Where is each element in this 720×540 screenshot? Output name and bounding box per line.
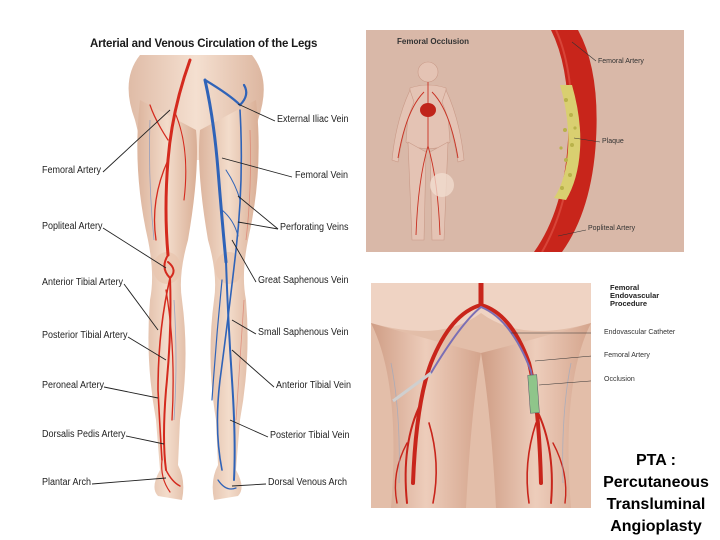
pta-caption-line4: Angioplasty <box>610 518 702 535</box>
occlusion-title: Femoral Occlusion <box>397 37 470 46</box>
label-dorsalis-pedis-artery: Dorsalis Pedis Artery <box>42 429 126 440</box>
main-diagram-title: Arterial and Venous Circulation of the L… <box>90 38 318 50</box>
label-popliteal-artery: Popliteal Artery <box>42 221 103 232</box>
legs-illustration <box>91 55 293 500</box>
label-external-iliac-vein: External Iliac Vein <box>277 114 349 125</box>
label-posterior-tibial-artery: Posterior Tibial Artery <box>42 330 128 341</box>
endo-label-femoral-artery: Femoral Artery <box>604 352 650 359</box>
label-posterior-tibial-vein: Posterior Tibial Vein <box>270 430 350 441</box>
occlusion-label-plaque: Plaque <box>602 138 624 145</box>
endovascular-title: Femoral Endovascular Procedure <box>610 283 660 308</box>
label-anterior-tibial-artery: Anterior Tibial Artery <box>42 277 124 288</box>
legs-circulation-diagram: Arterial and Venous Circulation of the L… <box>42 38 352 500</box>
label-plantar-arch: Plantar Arch <box>42 477 92 488</box>
endovascular-illustration <box>371 283 591 508</box>
label-peroneal-artery: Peroneal Artery <box>42 380 105 391</box>
label-femoral-vein: Femoral Vein <box>295 170 349 181</box>
occlusion-label-popliteal-artery: Popliteal Artery <box>588 225 636 232</box>
femoral-occlusion-panel: Femoral Occlusion Femoral Artery Plaque … <box>366 30 684 252</box>
label-small-saphenous-vein: Small Saphenous Vein <box>258 327 349 338</box>
endo-label-occlusion: Occlusion <box>604 376 635 383</box>
label-anterior-tibial-vein: Anterior Tibial Vein <box>276 380 352 391</box>
occlusion-illustration <box>391 30 601 252</box>
pta-caption-line2: Percutaneous <box>603 474 709 491</box>
pta-caption-line3: Transluminal <box>606 496 706 513</box>
pta-caption-line1: PTA : <box>636 452 676 469</box>
label-dorsal-venous-arch: Dorsal Venous Arch <box>268 477 348 488</box>
label-femoral-artery: Femoral Artery <box>42 165 102 176</box>
label-great-saphenous-vein: Great Saphenous Vein <box>258 275 349 286</box>
occlusion-label-femoral-artery: Femoral Artery <box>598 58 644 65</box>
pta-caption: PTA : Percutaneous Transluminal Angiopla… <box>592 450 720 538</box>
endo-label-catheter: Endovascular Catheter <box>604 329 676 336</box>
endovascular-panel <box>371 283 591 508</box>
label-perforating-veins: Perforating Veins <box>280 222 349 233</box>
